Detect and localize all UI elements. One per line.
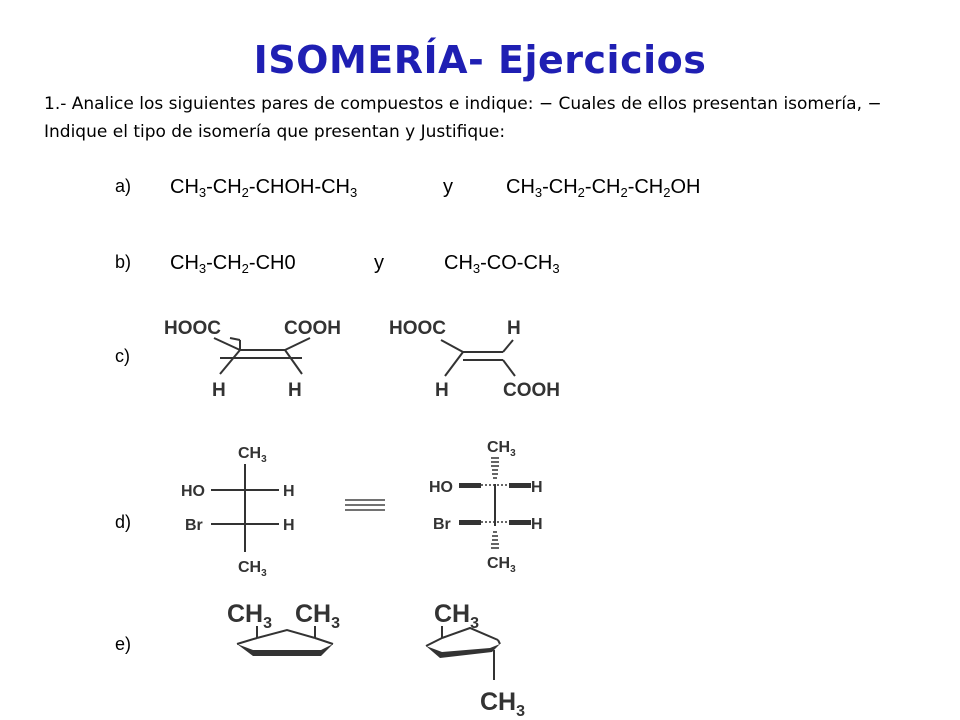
d1-left-group-1: HO — [181, 483, 205, 500]
d2-left-group-2: Br — [433, 516, 451, 533]
d2-left-group-1: HO — [429, 479, 453, 496]
item-e-cyclopentane-trans: CH3 CH3 — [425, 600, 525, 720]
item-e-cyclopentane-cis: CH3 CH3 — [227, 600, 340, 656]
c1-bottom-right-group: H — [288, 380, 302, 401]
slide-title: ISOMERÍA- Ejercicios — [253, 38, 707, 82]
e1-substituent-2: CH3 — [295, 600, 340, 632]
item-e-label: e) — [115, 634, 132, 654]
item-b-connector: y — [374, 252, 384, 274]
d1-right-group-1: H — [283, 483, 295, 500]
item-c-molecule-2: HOOC H H COOH — [389, 318, 560, 401]
equivalence-symbol — [345, 499, 385, 511]
item-d-fischer-projection: CH3 HO H Br H CH3 — [181, 445, 295, 579]
item-d-label: d) — [115, 512, 132, 532]
d1-top-group: CH3 — [238, 445, 267, 465]
item-b-left-formula: CH3-CH2-CH0 — [170, 252, 296, 276]
d2-right-group-1: H — [531, 479, 543, 496]
c1-top-right-group: COOH — [284, 318, 341, 339]
c2-top-right-group: H — [507, 318, 521, 339]
item-b-right-formula: CH3-CO-CH3 — [444, 252, 560, 276]
item-b-label: b) — [115, 252, 132, 272]
item-b-formulas: CH3-CH2-CH0 y CH3-CO-CH3 — [0, 252, 960, 282]
c2-bottom-right-group: COOH — [503, 380, 560, 401]
item-a-right-formula: CH3-CH2-CH2-CH2OH — [506, 176, 701, 200]
d1-left-group-2: Br — [185, 517, 203, 534]
c1-bottom-left-group: H — [212, 380, 226, 401]
item-a-formulas: CH3-CH2-CHOH-CH3 y CH3-CH2-CH2-CH2OH — [0, 176, 960, 206]
c2-top-left-group: HOOC — [389, 318, 446, 339]
item-a-connector: y — [443, 176, 453, 198]
item-d-wedge-projection: CH3 HO H Br H CH3 — [429, 439, 543, 575]
e2-substituent-1: CH3 — [434, 600, 479, 632]
d1-right-group-2: H — [283, 517, 295, 534]
item-c-label: c) — [115, 346, 130, 366]
exercise-instructions: 1.- Analice los siguientes pares de comp… — [44, 94, 882, 142]
item-a-label: a) — [115, 176, 132, 196]
d2-top-group: CH3 — [487, 439, 516, 459]
item-a-left-formula: CH3-CH2-CHOH-CH3 — [170, 176, 358, 200]
d2-right-group-2: H — [531, 516, 543, 533]
c1-top-left-group: HOOC — [164, 318, 221, 339]
d1-bottom-group: CH3 — [238, 559, 267, 579]
e1-substituent-1: CH3 — [227, 600, 272, 632]
item-c-molecule-1: HOOC COOH H H — [164, 318, 341, 401]
e2-substituent-2: CH3 — [480, 688, 525, 720]
c2-bottom-left-group: H — [435, 380, 449, 401]
d2-bottom-group: CH3 — [487, 555, 516, 575]
